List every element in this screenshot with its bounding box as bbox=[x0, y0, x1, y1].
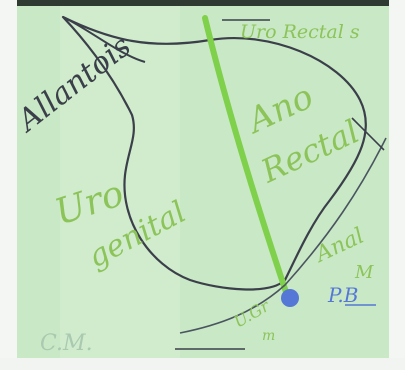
cloaca-outline bbox=[61, 15, 367, 291]
board-left-frame bbox=[0, 0, 17, 370]
board-bottom-frame bbox=[0, 358, 405, 370]
board-right-frame bbox=[389, 0, 405, 370]
cloaca-strike bbox=[351, 117, 385, 151]
board-glare bbox=[60, 6, 180, 358]
urorectal-septum-line bbox=[202, 15, 291, 301]
label-uro-rectal: Uro Rectal s bbox=[240, 21, 360, 43]
perineal-body-dot bbox=[281, 289, 299, 307]
tail-line bbox=[179, 137, 387, 334]
label-cm: C.M. bbox=[40, 331, 93, 356]
label-anal-m-2: M bbox=[354, 262, 374, 283]
board-top-frame bbox=[0, 0, 405, 6]
label-ucm-2: m bbox=[262, 328, 275, 344]
allantois-inner-line bbox=[62, 16, 146, 63]
label-pb: P.B bbox=[327, 283, 358, 307]
